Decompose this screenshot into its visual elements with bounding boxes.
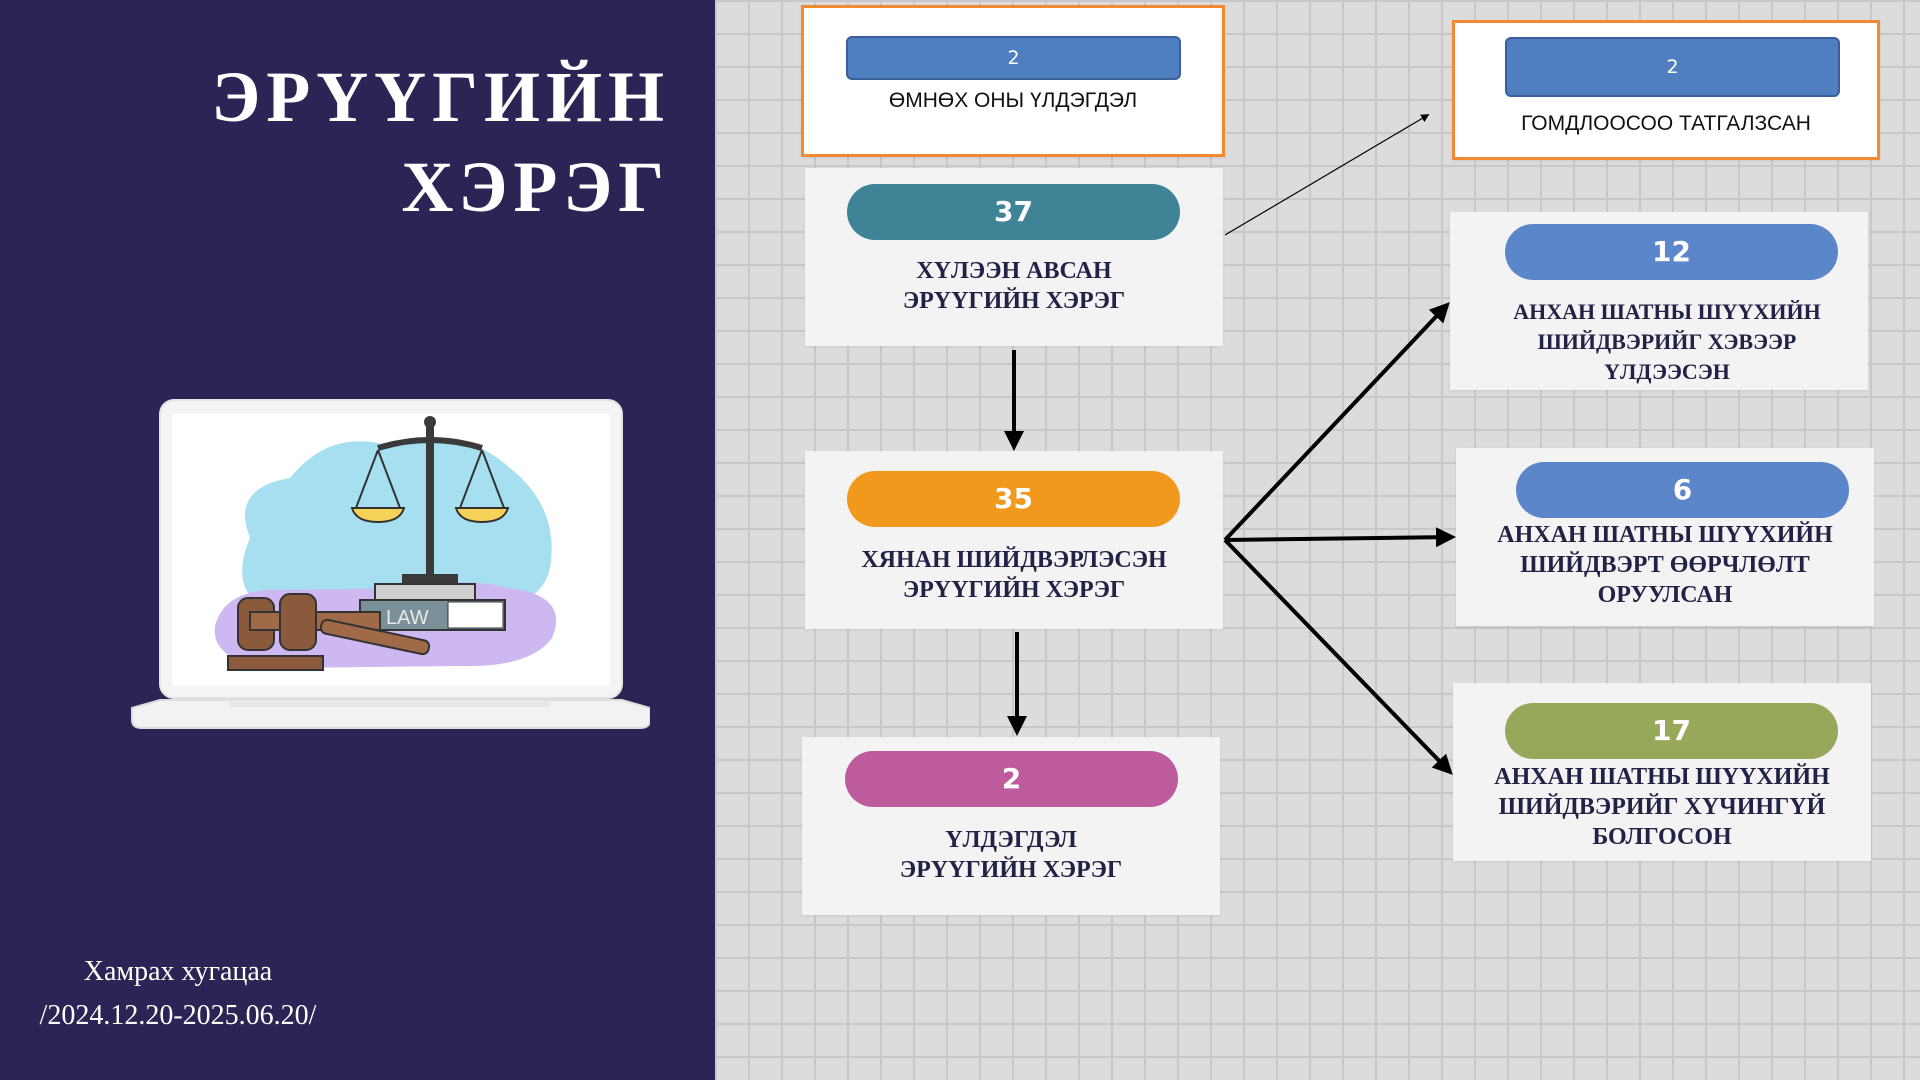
modified-label-line3: ОРУУЛСАН [1597, 582, 1733, 608]
remaining-value: 2 [845, 751, 1178, 807]
prev-year-remaining-value: 2 [846, 36, 1181, 80]
withdrawn-value: 2 [1505, 37, 1840, 97]
upheld-label: АНХАН ШАТНЫ ШҮҮХИЙН ШИЙДВЭРИЙГ ХЭВЭЭР ҮЛ… [1458, 297, 1876, 387]
annulled-label: АНХАН ШАТНЫ ШҮҮХИЙН ШИЙДВЭРИЙГ ХҮЧИНГҮЙ … [1453, 762, 1871, 852]
reviewed-label-line1: ХЯНАН ШИЙДВЭРЛЭСЭН [861, 547, 1167, 573]
remaining-label-line2: ЭРҮҮГИЙН ХЭРЭГ [899, 857, 1123, 883]
annulled-label-line2: ШИЙДВЭРИЙГ ХҮЧИНГҮЙ [1498, 794, 1826, 820]
annulled-label-line1: АНХАН ШАТНЫ ШҮҮХИЙН [1494, 764, 1830, 790]
upheld-label-line2: ШИЙДВЭРИЙГ ХЭВЭЭР [1537, 329, 1797, 354]
period-range: /2024.12.20-2025.06.20/ [39, 1000, 317, 1031]
reviewed-card: 35 ХЯНАН ШИЙДВЭРЛЭСЭН ЭРҮҮГИЙН ХЭРЭГ [805, 451, 1223, 629]
upheld-label-line3: ҮЛДЭЭСЭН [1604, 359, 1730, 384]
received-label-line2: ЭРҮҮГИЙН ХЭРЭГ [902, 288, 1126, 314]
law-book-label: LAW [386, 607, 429, 629]
title-line-2: ХЭРЭГ [401, 147, 670, 227]
remaining-label: ҮЛДЭГДЭЛ ЭРҮҮГИЙН ХЭРЭГ [802, 825, 1220, 885]
upheld-value: 12 [1505, 224, 1838, 280]
modified-card: 6 АНХАН ШАТНЫ ШҮҮХИЙН ШИЙДВЭРТ ӨӨРЧЛӨЛТ … [1456, 448, 1874, 626]
laptop-justice-illustration: LAW [131, 399, 650, 729]
modified-label-line1: АНХАН ШАТНЫ ШҮҮХИЙН [1497, 522, 1833, 548]
withdrawn-card: 2 ГОМДЛООСОО ТАТГАЛЗСАН [1452, 20, 1880, 160]
received-card: 37 ХҮЛЭЭН АВСАН ЭРҮҮГИЙН ХЭРЭГ [805, 168, 1223, 346]
annulled-value: 17 [1505, 703, 1838, 759]
upheld-label-line1: АНХАН ШАТНЫ ШҮҮХИЙН [1513, 299, 1821, 324]
remaining-card: 2 ҮЛДЭГДЭЛ ЭРҮҮГИЙН ХЭРЭГ [802, 737, 1220, 915]
modified-label: АНХАН ШАТНЫ ШҮҮХИЙН ШИЙДВЭРТ ӨӨРЧЛӨЛТ ОР… [1456, 520, 1874, 610]
received-label: ХҮЛЭЭН АВСАН ЭРҮҮГИЙН ХЭРЭГ [805, 256, 1223, 316]
received-value: 37 [847, 184, 1180, 240]
upheld-card: 12 АНХАН ШАТНЫ ШҮҮХИЙН ШИЙДВЭРИЙГ ХЭВЭЭР… [1450, 212, 1868, 390]
reviewed-label: ХЯНАН ШИЙДВЭРЛЭСЭН ЭРҮҮГИЙН ХЭРЭГ [805, 545, 1223, 605]
title-line-1: ЭРҮҮГИЙН [211, 57, 670, 137]
modified-value: 6 [1516, 462, 1849, 518]
annulled-card: 17 АНХАН ШАТНЫ ШҮҮХИЙН ШИЙДВЭРИЙГ ХҮЧИНГ… [1453, 683, 1871, 861]
received-label-line1: ХҮЛЭЭН АВСАН [916, 258, 1112, 284]
withdrawn-label: ГОМДЛООСОО ТАТГАЛЗСАН [1521, 112, 1811, 135]
period-label: Хамрах хугацаа [83, 956, 273, 987]
remaining-label-line1: ҮЛДЭГДЭЛ [945, 827, 1077, 853]
prev-year-remaining-card: 2 ӨМНӨХ ОНЫ ҮЛДЭГДЭЛ [801, 5, 1225, 157]
modified-label-line2: ШИЙДВЭРТ ӨӨРЧЛӨЛТ [1520, 552, 1810, 578]
annulled-label-line3: БОЛГОСОН [1592, 824, 1732, 850]
prev-year-remaining-label: ӨМНӨХ ОНЫ ҮЛДЭГДЭЛ [888, 89, 1138, 112]
period: Хамрах хугацаа /2024.12.20-2025.06.20/ [28, 950, 328, 1038]
page-title: ЭРҮҮГИЙН ХЭРЭГ [70, 52, 670, 232]
reviewed-label-line2: ЭРҮҮГИЙН ХЭРЭГ [902, 577, 1126, 603]
reviewed-value: 35 [847, 471, 1180, 527]
